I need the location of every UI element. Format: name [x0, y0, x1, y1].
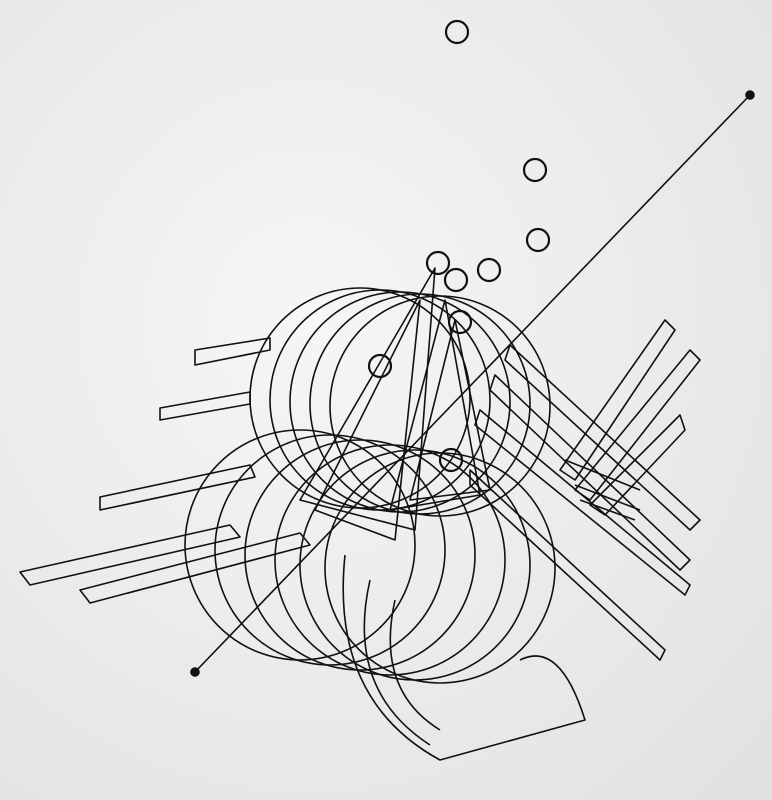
endpoint-dot	[745, 90, 755, 100]
right-bar	[474, 409, 691, 596]
large-circle	[214, 434, 446, 666]
large-circle	[244, 439, 476, 671]
left-bar	[159, 391, 251, 421]
large-circle	[184, 429, 416, 661]
cone-shape	[389, 299, 481, 511]
fan-shape	[342, 554, 586, 761]
bar-shapes	[19, 319, 701, 661]
cone-shape	[299, 267, 436, 531]
right-bar	[504, 344, 701, 531]
left-bar	[99, 464, 256, 511]
fan-shape	[389, 599, 441, 731]
fan-shape	[363, 579, 431, 746]
cone-shape	[409, 319, 491, 501]
diagonal-line	[194, 94, 751, 673]
small-circle	[522, 157, 548, 183]
right-bar	[469, 469, 666, 661]
small-circle	[438, 447, 464, 473]
small-circle	[443, 267, 469, 293]
right-bar	[559, 319, 676, 481]
small-circle	[476, 257, 502, 283]
right-bar	[564, 459, 641, 521]
left-bar	[194, 337, 271, 366]
cone-shapes	[299, 267, 586, 761]
right-bar	[489, 374, 691, 571]
small-circle	[425, 250, 451, 276]
endpoint-dot	[190, 667, 200, 677]
right-bar	[589, 414, 686, 516]
small-circle	[525, 227, 551, 253]
small-circle-group	[367, 19, 551, 473]
large-circle	[274, 444, 506, 676]
right-bar	[574, 349, 701, 501]
small-circle	[444, 19, 470, 45]
left-bar	[19, 524, 241, 586]
lower-circle-cluster	[184, 429, 556, 684]
small-circle	[367, 353, 393, 379]
cone-shape	[314, 299, 421, 541]
large-circle	[324, 452, 556, 684]
left-bar	[79, 532, 311, 604]
